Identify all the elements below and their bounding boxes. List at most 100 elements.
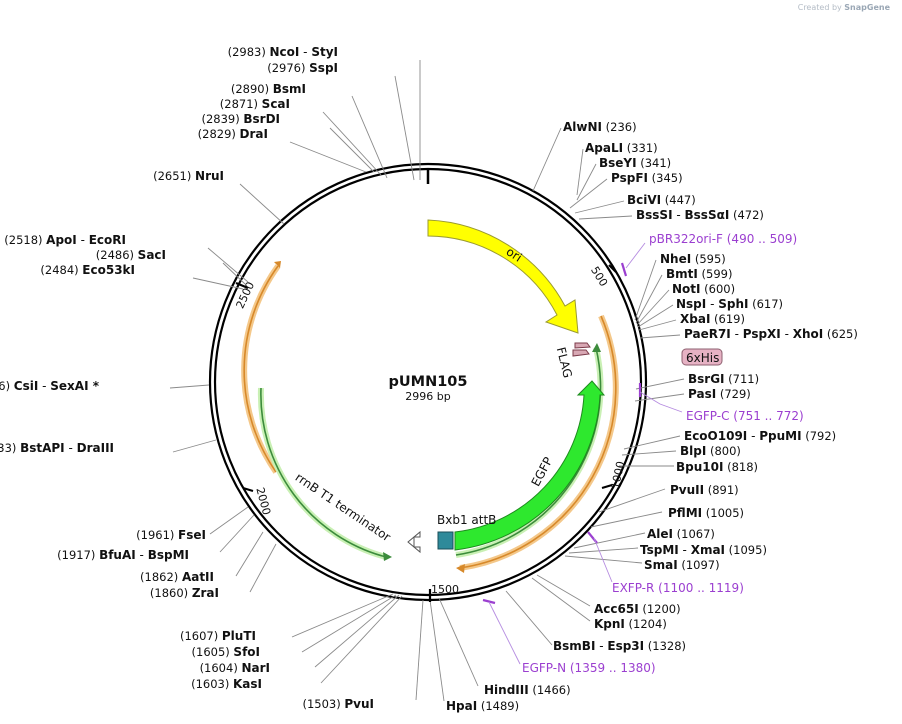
enzyme-label[interactable]: BsrGI (711) <box>688 372 759 386</box>
enzyme-leader-line <box>438 597 479 687</box>
enzyme-leader-line <box>578 215 633 220</box>
enzyme-label[interactable]: (1607) PluTI <box>180 629 256 643</box>
enzyme-leader-line <box>192 277 244 290</box>
enzyme-label[interactable]: EcoO109I - PpuMI (792) <box>684 429 836 443</box>
enzyme-leader-line <box>249 543 277 593</box>
enzyme-label[interactable]: BlpI (800) <box>680 444 741 458</box>
enzyme-label[interactable]: (2976) SspI <box>267 61 338 75</box>
enzyme-name: BmtI <box>666 267 698 281</box>
enzyme-label[interactable]: Bpu10I (818) <box>676 460 758 474</box>
flag-feature-b[interactable] <box>572 349 590 357</box>
enzyme-label[interactable]: (1603) KasI <box>191 677 262 691</box>
enzyme-label[interactable]: PasI (729) <box>688 387 751 401</box>
enzyme-label[interactable]: (2651) NruI <box>153 169 224 183</box>
his-tag-box[interactable] <box>681 348 723 366</box>
enzyme-label[interactable]: BseYI (341) <box>599 156 671 170</box>
enzyme-label[interactable]: PspFI (345) <box>611 171 683 185</box>
enzyme-label[interactable]: NheI (595) <box>660 252 726 266</box>
enzyme-label[interactable]: (2983) NcoI - StyI <box>228 45 338 59</box>
enzyme-label[interactable]: BmtI (599) <box>666 267 732 281</box>
enzyme-name: PflMI <box>668 506 702 520</box>
primer-range: (1100 .. 1119) <box>654 581 744 595</box>
enzyme-position: (1489) <box>477 699 519 713</box>
enzyme-position: (236) <box>602 120 637 134</box>
enzyme-label[interactable]: (2484) Eco53kI <box>40 263 135 277</box>
enzyme-separator: - <box>673 208 685 222</box>
enzyme-position: (345) <box>648 171 683 185</box>
enzyme-label[interactable]: BciVI (447) <box>627 193 696 207</box>
enzyme-leader-line <box>576 148 584 196</box>
primer-label[interactable]: EGFP-N (1359 .. 1380) <box>522 661 656 675</box>
enzyme-label[interactable]: (1917) BfuAI - BspMI <box>57 548 189 562</box>
his-tag-label: 6xHis <box>686 351 719 365</box>
enzyme-label[interactable]: PvuII (891) <box>670 483 739 497</box>
enzyme-label[interactable]: XbaI (619) <box>680 312 745 326</box>
enzyme-separator: - <box>136 548 148 562</box>
enzyme-leader-line <box>564 555 643 564</box>
enzyme-name: Eco53kI <box>82 263 135 277</box>
enzyme-label[interactable]: AlwNI (236) <box>563 120 637 134</box>
enzyme-position: (2983) <box>228 45 270 59</box>
enzyme-leader-line <box>289 141 367 173</box>
enzyme-label[interactable]: (2839) BsrDI <box>201 112 280 126</box>
enzyme-label[interactable]: Acc65I (1200) <box>594 602 681 616</box>
enzyme-name: BfuAI <box>99 548 136 562</box>
enzyme-label[interactable]: ApaLI (331) <box>585 141 658 155</box>
tick-label-1000: 1000 <box>609 460 628 490</box>
primer-label[interactable]: pBR322ori-F (490 .. 509) <box>649 232 797 246</box>
enzyme-leader-line <box>169 384 210 389</box>
flag-feature-a[interactable] <box>574 342 591 349</box>
egfp-feature[interactable] <box>454 380 606 551</box>
enzyme-position: (1917) <box>57 548 99 562</box>
enzyme-name: ApoI <box>46 233 77 247</box>
enzyme-separator: - <box>781 327 793 341</box>
enzyme-leader-line <box>590 511 663 528</box>
enzyme-leader-line <box>320 595 403 684</box>
primer-name: EGFP-N <box>522 661 566 675</box>
enzyme-name: Esp3I <box>607 639 644 653</box>
enzyme-position: (617) <box>748 297 783 311</box>
terminator-feature[interactable] <box>407 530 421 554</box>
attb-feature[interactable] <box>437 531 454 550</box>
enzyme-label[interactable]: KpnI (1204) <box>594 617 667 631</box>
enzyme-position: (625) <box>823 327 858 341</box>
enzyme-label[interactable]: TspMI - XmaI (1095) <box>640 543 767 557</box>
enzyme-name: HpaI <box>446 699 477 713</box>
enzyme-label[interactable]: BsmBI - Esp3I (1328) <box>553 639 686 653</box>
enzyme-leader-line <box>568 547 639 554</box>
enzyme-label[interactable]: (2829) DraI <box>198 127 268 141</box>
enzyme-label[interactable]: (1605) SfoI <box>192 645 260 659</box>
enzyme-label[interactable]: BssSI - BssSαI (472) <box>636 208 764 222</box>
enzyme-label[interactable]: (2890) BsmI <box>231 82 306 96</box>
enzyme-position: (1862) <box>140 570 182 584</box>
primer-label[interactable]: EXFP-R (1100 .. 1119) <box>612 581 744 595</box>
enzyme-label[interactable]: (2518) ApoI - EcoRI <box>4 233 126 247</box>
primer-label[interactable]: EGFP-C (751 .. 772) <box>686 409 804 423</box>
enzyme-name: ApaLI <box>585 141 623 155</box>
enzyme-label[interactable]: PflMI (1005) <box>668 506 744 520</box>
enzyme-label[interactable]: SmaI (1097) <box>644 558 720 572</box>
enzyme-label[interactable]: (2871) ScaI <box>220 97 290 111</box>
enzyme-leader-line <box>222 262 246 285</box>
backbone-outer-ring <box>208 162 648 602</box>
ori-feature[interactable] <box>427 219 579 334</box>
enzyme-label[interactable]: HindIII (1466) <box>484 683 571 697</box>
tick-mark-2500 <box>235 281 249 290</box>
enzyme-label[interactable]: (1862) AatII <box>140 570 214 584</box>
enzyme-label[interactable]: (1961) FseI <box>136 528 206 542</box>
enzyme-label[interactable]: NspI - SphI (617) <box>676 297 783 311</box>
enzyme-position: (599) <box>698 267 733 281</box>
enzyme-label[interactable]: (1604) NarI <box>200 661 270 675</box>
enzyme-position: (2518) <box>4 233 46 247</box>
enzyme-label[interactable]: (1503) PvuI <box>302 697 374 711</box>
enzyme-label[interactable]: (2133) BstAPI - DraIII <box>0 441 114 455</box>
enzyme-label[interactable]: (2486) SacI <box>96 248 166 262</box>
enzyme-label[interactable]: (1860) ZraI <box>150 586 219 600</box>
tick-label-2000: 2000 <box>253 486 273 516</box>
enzyme-label[interactable]: PaeR7I - PspXI - XhoI (625) <box>684 327 858 341</box>
enzyme-name: XhoI <box>793 327 824 341</box>
enzyme-label[interactable]: HpaI (1489) <box>446 699 519 713</box>
enzyme-label[interactable]: (2246) CsiI - SexAI * <box>0 379 100 393</box>
enzyme-label[interactable]: AleI (1067) <box>647 527 715 541</box>
enzyme-label[interactable]: NotI (600) <box>672 282 735 296</box>
